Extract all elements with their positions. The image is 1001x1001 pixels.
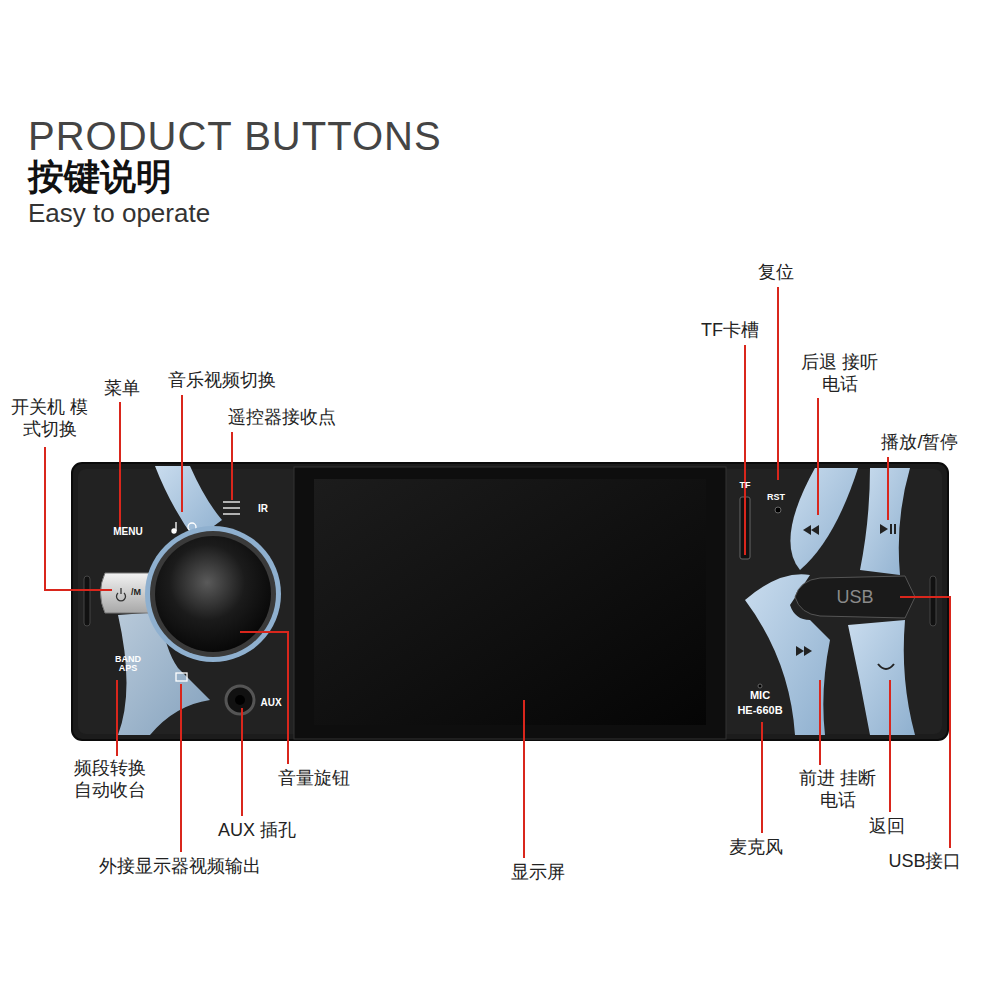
- panel-marking: HE-660B: [737, 705, 782, 717]
- callout-label: 后退 接听电话: [800, 352, 880, 395]
- panel-marking: TF: [740, 481, 751, 490]
- panel-marking: AUX: [260, 698, 281, 709]
- panel-marking: MENU: [113, 527, 142, 538]
- callout-label: 频段转换 自动收台: [69, 758, 151, 801]
- panel-marking: IR: [258, 504, 268, 515]
- subtitle: 按键说明: [28, 155, 172, 198]
- panel-marking: USB: [836, 587, 873, 609]
- callout-label: 音量旋钮: [278, 768, 350, 790]
- callout-label: 遥控器接收点: [228, 407, 336, 429]
- callout-label: 开关机 模式切换: [9, 397, 91, 440]
- page-title: PRODUCT BUTTONS: [28, 112, 442, 160]
- panel-marking: RST: [767, 493, 785, 502]
- callout-label: 前进 挂断电话: [798, 768, 878, 811]
- subtitle: Easy to operate: [28, 198, 210, 229]
- callout-label: 复位: [758, 262, 794, 284]
- callout-label: 外接显示器视频输出: [99, 856, 261, 878]
- callout-label: AUX 插孔: [218, 820, 296, 842]
- panel-marking: /M: [131, 588, 141, 597]
- panel-marking: MIC: [750, 690, 770, 702]
- callout-label: 显示屏: [511, 862, 565, 884]
- callout-label: 返回: [869, 816, 905, 838]
- callout-label: USB接口: [888, 851, 961, 873]
- callout-label: TF卡槽: [701, 320, 759, 342]
- callout-label: 音乐视频切换: [168, 370, 276, 392]
- callout-label: 麦克风: [729, 837, 783, 859]
- callout-label: 菜单: [104, 378, 140, 400]
- callout-label: 播放/暂停: [881, 432, 958, 454]
- panel-marking: BAND APS: [110, 655, 146, 674]
